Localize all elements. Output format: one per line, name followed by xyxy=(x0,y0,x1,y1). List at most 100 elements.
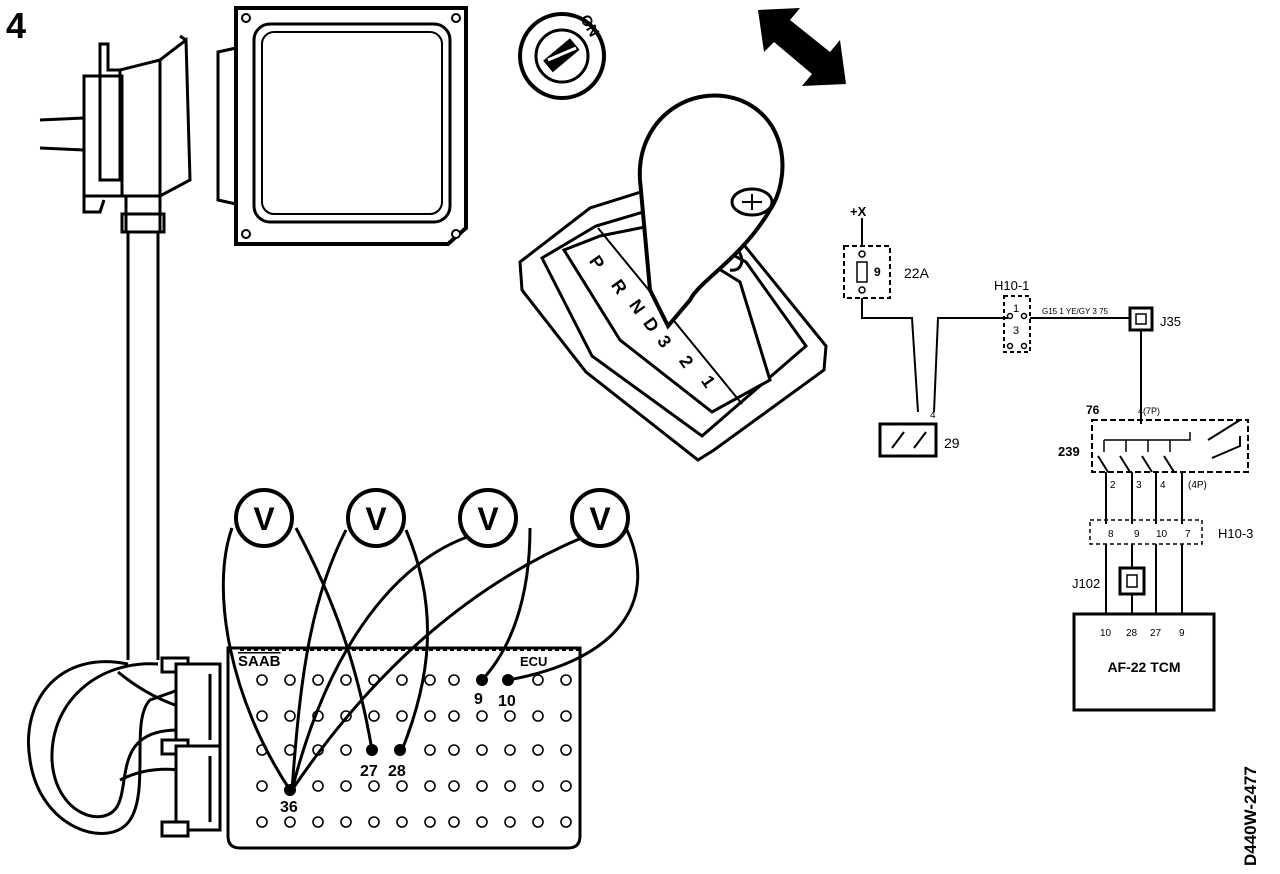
pin-label-9: 9 xyxy=(474,691,483,708)
h10-3-pin-7: 7 xyxy=(1185,529,1191,540)
breakout-hole xyxy=(504,780,516,792)
probe-pin-10 xyxy=(502,674,514,686)
switch-29-pin: 4 xyxy=(930,410,936,421)
control-module xyxy=(216,6,468,246)
voltmeters: V V V V xyxy=(234,488,630,548)
breakout-hole xyxy=(396,780,408,792)
tcm-label: AF-22 TCM xyxy=(1107,659,1180,675)
h10-3-pin-10: 10 xyxy=(1156,529,1168,540)
double-arrow-icon xyxy=(758,8,846,86)
voltmeter-4: V xyxy=(570,488,630,548)
breakout-hole xyxy=(560,710,572,722)
breakout-hole xyxy=(340,780,352,792)
breakout-hole xyxy=(284,710,296,722)
breakout-hole xyxy=(448,674,460,686)
breakout-brand: SAAB xyxy=(238,653,281,670)
breakout-hole xyxy=(284,816,296,828)
breakout-connectors xyxy=(160,656,222,838)
voltmeter-leads xyxy=(221,527,640,791)
breakout-hole xyxy=(340,674,352,686)
breakout-hole xyxy=(476,710,488,722)
breakout-hole xyxy=(256,780,268,792)
probe-pin-9 xyxy=(476,674,488,686)
breakout-hole xyxy=(476,816,488,828)
voltmeter-4-label: V xyxy=(589,501,611,537)
breakout-hole xyxy=(532,744,544,756)
selector-switch-id: 239 xyxy=(1058,444,1080,459)
switch-29-label: 29 xyxy=(944,435,960,451)
connector-h10-1-id: H10-1 xyxy=(994,278,1029,293)
connector-h10-1-pin-a: 1 xyxy=(1013,303,1019,315)
supply-label: +X xyxy=(850,204,867,219)
breakout-corner-label: ECU xyxy=(520,654,547,669)
breakout-hole xyxy=(560,744,572,756)
breakout-hole xyxy=(396,674,408,686)
selector-pin-3: 3 xyxy=(1136,480,1142,491)
breakout-hole xyxy=(532,816,544,828)
fuse-number: 9 xyxy=(874,265,881,279)
breakout-hole xyxy=(368,710,380,722)
junction-j102-label: J102 xyxy=(1072,576,1100,591)
wire-label: G15 1 YE/GY 3 75 xyxy=(1042,307,1109,316)
h10-3-pin-9: 9 xyxy=(1134,529,1140,540)
tcm-pin-10: 10 xyxy=(1100,628,1112,639)
connector-h10-1-pin-b: 3 xyxy=(1013,325,1019,337)
breakout-hole xyxy=(396,710,408,722)
breakout-hole xyxy=(560,674,572,686)
breakout-hole xyxy=(424,674,436,686)
breakout-hole xyxy=(256,674,268,686)
breakout-hole xyxy=(476,744,488,756)
selector-pin-4: 4 xyxy=(1160,480,1166,491)
probe-points xyxy=(284,674,514,796)
breakout-hole xyxy=(560,816,572,828)
breakout-hole xyxy=(340,744,352,756)
probe-pin-28 xyxy=(394,744,406,756)
breakout-hole xyxy=(448,816,460,828)
tcm-pin-9: 9 xyxy=(1179,628,1185,639)
connector-h10-1 xyxy=(1003,295,1031,353)
voltmeter-1: V xyxy=(234,488,294,548)
breakout-hole xyxy=(448,780,460,792)
voltmeter-3: V xyxy=(458,488,518,548)
tcm-pin-27: 27 xyxy=(1150,628,1162,639)
breakout-hole xyxy=(448,710,460,722)
breakout-hole xyxy=(396,816,408,828)
breakout-hole xyxy=(448,744,460,756)
breakout-hole xyxy=(424,710,436,722)
breakout-hole xyxy=(476,780,488,792)
voltmeter-3-label: V xyxy=(477,501,499,537)
pin-label-27: 27 xyxy=(360,763,378,780)
pin-label-10: 10 xyxy=(498,693,516,710)
breakout-hole xyxy=(256,710,268,722)
junction-j102 xyxy=(1118,566,1146,596)
probe-pin-27 xyxy=(366,744,378,756)
voltmeter-1-label: V xyxy=(253,501,275,537)
pin-label-36: 36 xyxy=(280,799,298,816)
selector-pin-2: 2 xyxy=(1110,480,1116,491)
breakout-hole xyxy=(532,780,544,792)
breakout-hole xyxy=(312,780,324,792)
breakout-hole xyxy=(504,710,516,722)
harness-cable xyxy=(27,232,179,835)
breakout-hole xyxy=(504,744,516,756)
breakout-hole xyxy=(312,674,324,686)
ignition-switch xyxy=(518,12,606,100)
tcm-pin-28: 28 xyxy=(1126,628,1138,639)
figure-number: 4 xyxy=(6,5,26,46)
shifter-knob xyxy=(637,93,785,330)
junction-j35-label: J35 xyxy=(1160,314,1181,329)
switch-29 xyxy=(878,422,938,458)
selector-aux-id: 76 xyxy=(1086,403,1100,417)
selector-pin-4p: (4P) xyxy=(1188,480,1207,491)
breakout-hole xyxy=(424,780,436,792)
selector-switch-239 xyxy=(1091,419,1249,473)
breakout-hole xyxy=(284,674,296,686)
breakout-hole xyxy=(340,816,352,828)
fuse-box xyxy=(843,245,891,299)
fuse-id: 22A xyxy=(904,265,930,281)
breakout-hole xyxy=(532,710,544,722)
pin-label-28: 28 xyxy=(388,763,406,780)
junction-j35 xyxy=(1128,306,1154,332)
breakout-hole xyxy=(256,816,268,828)
